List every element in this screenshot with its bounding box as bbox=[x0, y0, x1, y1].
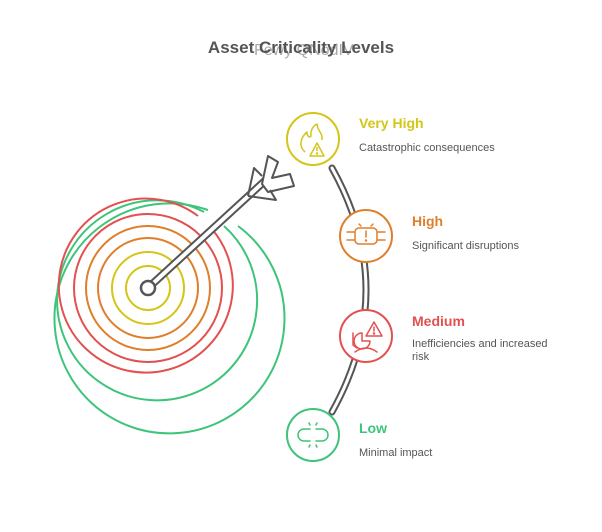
level-node-very-high bbox=[286, 112, 340, 166]
target-ring-outer bbox=[53, 202, 286, 435]
level-high-description: Significant disruptions bbox=[412, 240, 520, 252]
level-low-description: Minimal impact bbox=[359, 447, 433, 459]
target-ring-yellow-1 bbox=[111, 251, 185, 325]
pipe-leak-alert-icon bbox=[346, 223, 386, 245]
target-ring-outer-2 bbox=[56, 199, 259, 402]
level-node-low bbox=[286, 408, 340, 462]
level-node-high bbox=[339, 209, 393, 263]
broken-link-icon bbox=[297, 422, 329, 448]
connector-arc-inner bbox=[330, 166, 368, 414]
level-very-high-title: Very High bbox=[359, 115, 424, 131]
target-ring-red-1 bbox=[57, 197, 234, 374]
level-very-high-description: Catastrophic consequences bbox=[359, 142, 495, 154]
arrow-icon bbox=[139, 155, 295, 297]
level-node-medium bbox=[339, 309, 393, 363]
fire-warning-icon bbox=[300, 123, 325, 157]
chart-warning-icon bbox=[352, 321, 383, 353]
target-icon bbox=[53, 197, 286, 435]
level-medium-title: Medium bbox=[412, 313, 465, 329]
target-ring-yellow-2 bbox=[125, 265, 171, 311]
diagram-title: Asset Criticality Levels bbox=[207, 38, 395, 57]
level-low-title: Low bbox=[359, 420, 387, 436]
target-ring-orange-1 bbox=[85, 225, 211, 351]
level-high-title: High bbox=[412, 213, 444, 229]
target-ring-red-2 bbox=[73, 213, 223, 363]
level-medium-description: Inefficiencies and increased risk bbox=[412, 338, 548, 363]
target-ring-orange-2 bbox=[97, 237, 199, 339]
